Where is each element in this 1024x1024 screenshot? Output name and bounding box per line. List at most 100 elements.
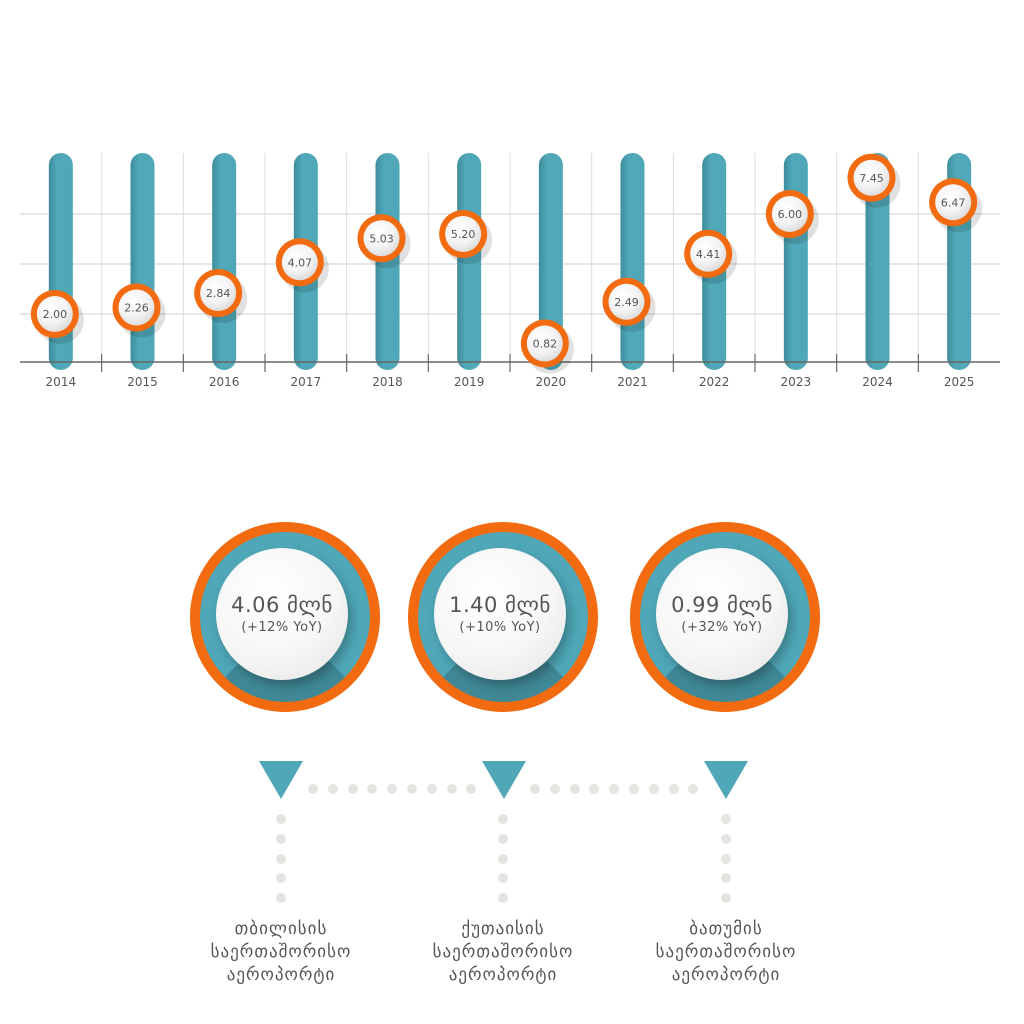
marker-2023: 6.00 — [765, 190, 819, 244]
connector-dot — [549, 784, 560, 794]
stat-value: 4.06 მლნ — [231, 593, 333, 617]
caption-line: თბილისის — [234, 919, 328, 939]
connector-dot — [688, 784, 699, 794]
connector-dot — [367, 784, 378, 794]
data-label: 4.41 — [696, 248, 721, 261]
bar-2021 — [620, 153, 645, 370]
marker-face — [445, 216, 482, 252]
marker-face — [200, 275, 237, 311]
caption-line: საერთაშორისო — [432, 942, 574, 962]
data-label: 7.45 — [859, 172, 884, 185]
marker-face — [281, 244, 318, 281]
data-label: 5.03 — [369, 232, 394, 245]
airport-name-batumi: ბათუმის საერთაშორისო აეროპორტი — [616, 918, 836, 987]
caption-line: საერთაშორისო — [210, 942, 352, 962]
data-label: 2.84 — [206, 287, 231, 300]
bar-2024 — [865, 153, 890, 370]
connector-dot — [446, 784, 457, 794]
stat-change: (+10% YoY) — [459, 620, 541, 635]
stat-change: (+12% YoY) — [241, 620, 323, 635]
connector-dot — [530, 784, 540, 794]
marker-2017: 4.07 — [275, 238, 329, 293]
connector-dot — [721, 893, 731, 904]
marker-2018: 5.03 — [357, 214, 411, 269]
connector-dot — [498, 893, 508, 904]
connector-dot — [498, 833, 508, 844]
connector-dot — [276, 853, 286, 864]
data-label: 5.20 — [451, 228, 476, 241]
marker-2024: 7.45 — [847, 153, 901, 208]
stat-value: 1.40 მლნ — [449, 593, 551, 617]
connector-dot — [426, 784, 437, 794]
caption-line: აეროპორტი — [226, 965, 336, 985]
data-label: 2.00 — [43, 308, 68, 321]
tick-label-2020: 2020 — [536, 375, 567, 389]
marker-face — [935, 184, 972, 221]
marker-face — [608, 283, 645, 320]
connector-dot — [407, 784, 417, 794]
connector-dot — [276, 893, 286, 904]
data-label: 2.49 — [614, 296, 639, 309]
stat-circle-tbilisi: 4.06 მლნ (+12% YoY) — [190, 522, 380, 712]
connector-dot — [276, 833, 286, 844]
data-label: 6.47 — [941, 196, 966, 209]
marker-2014: 2.00 — [30, 290, 84, 344]
connector-dot — [589, 784, 600, 794]
airport-name-kutaisi: ქუთაისის საერთაშორისო აეროპორტი — [393, 918, 613, 987]
marker-face — [118, 289, 155, 326]
tick-label-2017: 2017 — [291, 375, 322, 389]
marker-2019: 5.20 — [439, 210, 493, 264]
stat-face: 0.99 მლნ (+32% YoY) — [656, 548, 788, 680]
tick-label-2021: 2021 — [617, 375, 648, 389]
connector-dot — [569, 784, 580, 794]
marker-face — [363, 220, 400, 257]
marker-2015: 2.26 — [112, 283, 166, 338]
tick-label-2015: 2015 — [127, 375, 158, 389]
stat-value: 0.99 მლნ — [671, 593, 773, 617]
pointer-triangle-icon — [259, 761, 303, 799]
stat-circle-batumi: 0.99 მლნ (+32% YoY) — [630, 522, 820, 712]
marker-face — [36, 296, 73, 332]
stat-face: 4.06 მლნ (+12% YoY) — [216, 548, 348, 680]
caption-line: საერთაშორისო — [655, 942, 797, 962]
connector-dot — [387, 784, 398, 794]
connector-dot — [668, 784, 679, 794]
bar-2019 — [457, 153, 482, 370]
connector-dot — [721, 853, 731, 864]
caption-line: ბათუმის — [689, 919, 763, 939]
connector-dot — [721, 814, 731, 824]
connector-dot — [721, 873, 731, 884]
tick-label-2023: 2023 — [781, 375, 812, 389]
pointer-triangle-icon — [482, 761, 526, 799]
tick-label-2025: 2025 — [944, 375, 975, 389]
marker-face — [690, 235, 727, 272]
stat-circle-kutaisi: 1.40 მლნ (+10% YoY) — [408, 522, 598, 712]
grid — [20, 153, 1000, 362]
connector-dot — [648, 784, 659, 794]
connector-dot — [308, 784, 318, 794]
connector-dot — [498, 873, 508, 884]
connector-dot — [276, 814, 286, 824]
bars — [48, 153, 972, 370]
tick-label-2022: 2022 — [699, 375, 730, 389]
bar-2023 — [783, 153, 808, 370]
bar-2020 — [538, 153, 563, 370]
marker-2025: 6.47 — [929, 178, 983, 233]
connector-dot — [609, 784, 620, 794]
data-label: 6.00 — [778, 208, 803, 221]
stat-change: (+32% YoY) — [681, 620, 763, 635]
connector-dot — [498, 853, 508, 864]
pointer-triangle-icon — [704, 761, 748, 799]
connector-dot — [721, 833, 731, 844]
tick-label-2024: 2024 — [862, 375, 893, 389]
caption-line: აეროპორტი — [671, 965, 781, 985]
tick-label-2014: 2014 — [46, 375, 77, 389]
marker-2022: 4.41 — [684, 229, 738, 284]
tick-label-2019: 2019 — [454, 375, 485, 389]
stat-face: 1.40 მლნ (+10% YoY) — [434, 548, 566, 680]
connector-dot — [498, 814, 508, 824]
caption-line: ქუთაისის — [461, 919, 545, 939]
marker-2021: 2.49 — [602, 277, 656, 332]
bar-2018 — [375, 153, 400, 370]
